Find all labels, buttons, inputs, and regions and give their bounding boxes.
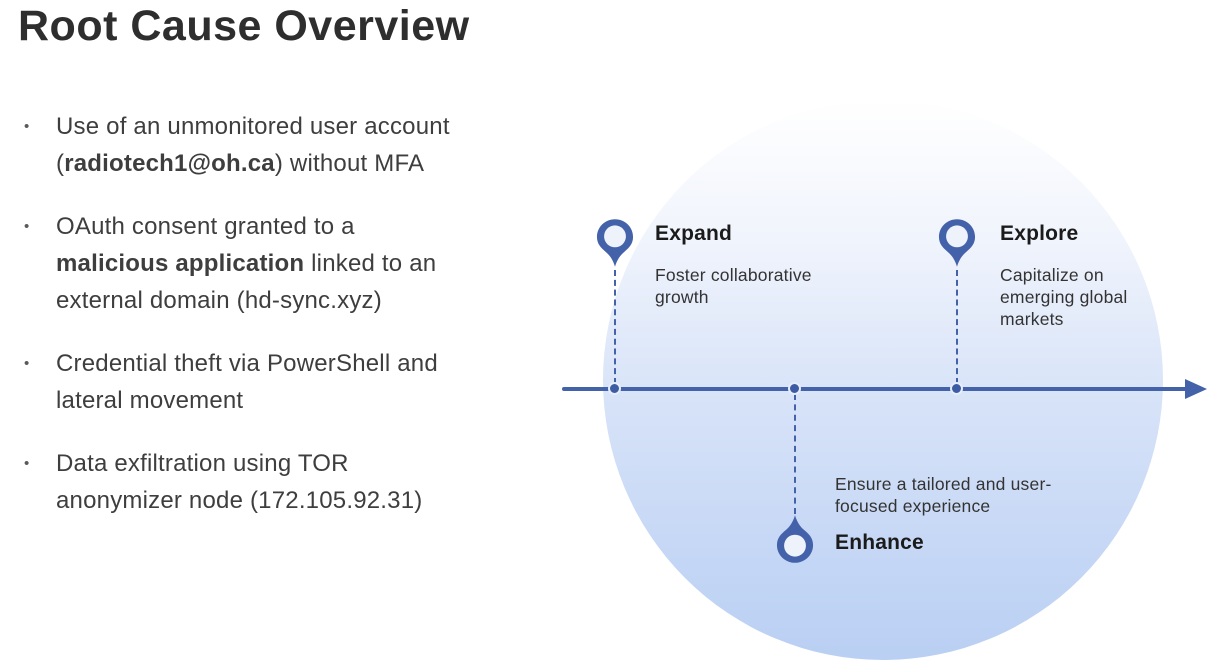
connector-line-explore — [956, 270, 958, 384]
milestone-label-explore: Explore — [1000, 222, 1079, 245]
timeline-dot-expand — [608, 382, 621, 395]
slide-root-cause-overview: Root Cause Overview • Use of an unmonito… — [18, 2, 1207, 660]
bullet-marker-icon: • — [24, 118, 30, 135]
timeline-dot-enhance — [788, 382, 801, 395]
milestone-label-expand: Expand — [655, 222, 733, 245]
bullet-marker-icon: • — [24, 455, 30, 472]
timeline-axis — [562, 387, 1188, 391]
milestone-label-enhance: Enhance — [835, 531, 924, 554]
bullet-list: • Use of an unmonitored user account(rad… — [20, 108, 550, 545]
bullet-marker-icon: • — [24, 218, 30, 235]
bullet-text: Use of an unmonitored user account(radio… — [56, 113, 450, 177]
map-pin-icon-enhance — [776, 515, 814, 563]
timeline-dot-explore — [950, 382, 963, 395]
gradient-background-circle — [603, 100, 1163, 660]
map-pin-icon-explore — [938, 219, 976, 267]
connector-line-expand — [614, 270, 616, 384]
milestone-description-enhance: Ensure a tailored and user-focused exper… — [835, 474, 1052, 516]
timeline-arrowhead-icon — [1185, 379, 1207, 399]
bullet-marker-icon: • — [24, 355, 30, 372]
connector-line-enhance — [794, 394, 796, 514]
bullet-item: • Use of an unmonitored user account(rad… — [20, 108, 550, 182]
map-pin-icon-expand — [596, 219, 634, 267]
page-title: Root Cause Overview — [18, 2, 470, 50]
